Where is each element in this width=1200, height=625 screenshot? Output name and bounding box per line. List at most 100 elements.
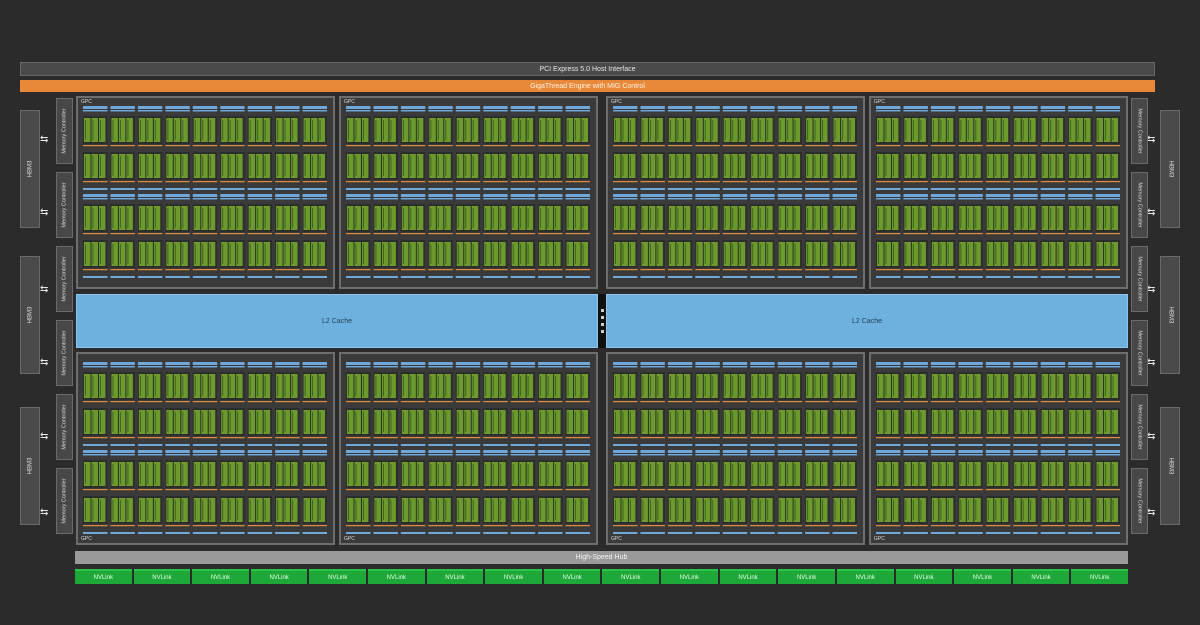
sm-divider	[1013, 489, 1038, 491]
sm-core	[614, 498, 621, 522]
nvlink-port: NVLink	[719, 569, 777, 584]
sm-header	[165, 194, 190, 197]
memory-controller-left-1: Memory Controller	[56, 98, 73, 164]
sm-core-lane	[85, 156, 86, 176]
memory-controller-left-6: Memory Controller	[56, 468, 73, 534]
sm-core-lane	[1097, 500, 1099, 520]
sm-core	[138, 154, 146, 178]
sm-divider	[192, 401, 218, 403]
sm-divider	[750, 489, 775, 491]
sm-divider	[695, 525, 720, 527]
sm-core	[766, 498, 773, 522]
sm-core-lane	[794, 412, 796, 432]
sm-core-lane	[1022, 244, 1024, 264]
sm-core	[986, 118, 994, 142]
sm-core-lane	[649, 412, 651, 432]
sm-header	[247, 194, 273, 197]
sm-core-lane	[878, 500, 879, 520]
sm-core	[208, 462, 216, 486]
sm-core-lane	[202, 244, 204, 264]
sm-header	[903, 454, 928, 456]
sm-divider	[722, 145, 748, 147]
sm-core	[911, 462, 919, 486]
sm-core	[173, 410, 181, 434]
sm-footer	[247, 444, 273, 446]
sm-core-lane	[807, 412, 809, 432]
sm-divider	[985, 401, 1011, 403]
sm-core-lane	[99, 376, 101, 396]
sm-divider	[302, 145, 327, 147]
sm-header	[695, 198, 720, 200]
sm-divider	[1013, 525, 1038, 527]
sm-core-lane	[575, 412, 577, 432]
sm-core	[683, 154, 691, 178]
sm-core-lane	[304, 120, 306, 140]
sm-core-lane	[430, 208, 432, 228]
sm-core-lane	[194, 464, 196, 484]
sm-core-lane	[1050, 244, 1052, 264]
sm-footer	[805, 276, 830, 278]
sm-core	[683, 462, 691, 486]
sm-core-lane	[912, 244, 914, 264]
sm-footer	[137, 188, 163, 190]
sm-core-lane	[174, 208, 176, 228]
sm-core-lane	[147, 412, 149, 432]
sm-footer	[958, 276, 983, 278]
sm-core-lane	[995, 120, 997, 140]
sm-core-lane	[112, 500, 114, 520]
sm-header	[667, 362, 693, 365]
sm-header	[373, 194, 398, 197]
sm-core-lane	[732, 376, 734, 396]
sm-core-lane	[167, 244, 169, 264]
sm-divider	[165, 145, 190, 147]
sm-core-lane	[485, 244, 487, 264]
sm-core-lane	[912, 500, 914, 520]
sm-core	[848, 118, 855, 142]
sm-core	[986, 154, 994, 178]
sm-core-lane	[920, 464, 922, 484]
sm-footer	[110, 276, 135, 278]
sm-footer	[1068, 188, 1093, 190]
sm-core	[833, 410, 841, 434]
sm-core-lane	[932, 412, 934, 432]
sm-header	[985, 362, 1011, 365]
sm-footer	[455, 444, 481, 446]
sm-divider	[640, 525, 665, 527]
sm-core-lane	[520, 500, 522, 520]
sm-header	[930, 194, 956, 197]
sm-divider	[192, 269, 218, 271]
sm-header	[958, 450, 983, 453]
sm-core	[628, 206, 636, 230]
sm-core-lane	[229, 464, 231, 484]
sm-core	[111, 410, 118, 434]
sm-header	[832, 362, 857, 365]
sm-core-lane	[465, 412, 467, 432]
sm-header	[903, 106, 928, 109]
sm-core	[884, 498, 891, 522]
sm-core	[683, 242, 691, 266]
sm-core-lane	[512, 500, 514, 520]
sm-core	[1069, 118, 1076, 142]
sm-core	[499, 118, 506, 142]
sm-core-lane	[975, 464, 977, 484]
sm-core	[786, 242, 793, 266]
sm-core-lane	[209, 500, 211, 520]
sm-divider	[1013, 181, 1038, 183]
sm-core-lane	[202, 412, 204, 432]
sm-core	[311, 498, 318, 522]
sm-footer	[510, 444, 536, 446]
sm-core	[614, 374, 621, 398]
sm-core-lane	[540, 412, 542, 432]
sm-core-lane	[174, 156, 176, 176]
sm-core-lane	[229, 156, 231, 176]
sm-header	[110, 366, 135, 368]
sm-header	[1068, 110, 1093, 112]
sm-core-lane	[1002, 412, 1004, 432]
sm-core-lane	[319, 412, 321, 432]
sm-footer	[722, 532, 748, 534]
sm-core	[723, 242, 731, 266]
sm-core	[821, 154, 828, 178]
sm-core-lane	[940, 412, 942, 432]
sm-header	[903, 194, 928, 197]
sm-divider	[777, 525, 803, 527]
